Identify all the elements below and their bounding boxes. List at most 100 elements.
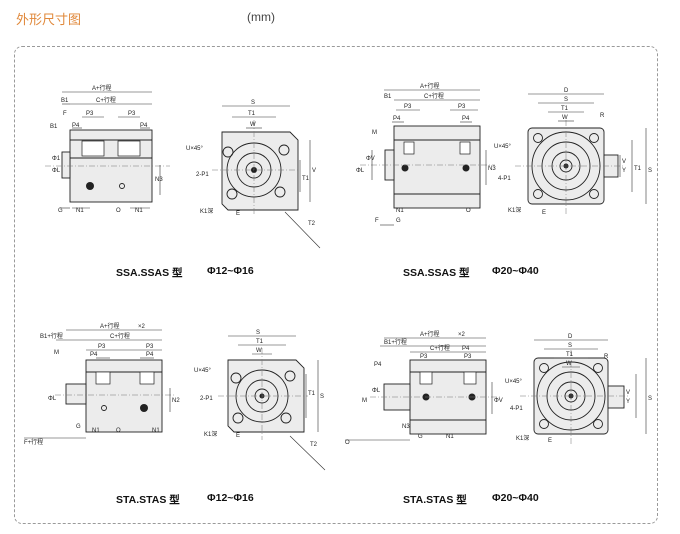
dim-label: K1深 [516,434,529,442]
dim-label: G [58,208,63,214]
dim-label: ΦV [494,398,503,404]
dim-label: ΦL [48,396,57,402]
dim-label: K1深 [200,207,213,215]
dim-label: A+行程 [420,82,440,90]
dim-label: O [345,440,350,446]
dim-label: Y [626,399,630,405]
dim-label: S [256,330,260,336]
dim-label: G [396,218,401,224]
dim-label: K1深 [508,206,521,214]
dim-label: ΦV [366,156,375,162]
dim-label: R [600,113,605,119]
dim-label: N3 [402,424,410,430]
panel-1-bore: Φ12~Φ16 [207,265,254,277]
dim-label: E [236,211,240,217]
dim-label: T2 [308,221,316,227]
dim-label: A+行程 [92,84,112,92]
dim-label: F [375,218,379,224]
dim-label: P4 [374,362,382,368]
dim-label: S [648,168,652,174]
dim-label: P4 [72,123,80,129]
dim-label: N3 [488,166,496,172]
dim-label: P3 [146,344,154,350]
dim-label: W [562,115,568,121]
dim-label: F [63,111,67,117]
dim-label: P3 [464,354,472,360]
dim-label: W [566,361,572,367]
dim-label: E [548,438,552,444]
dim-label: Y [622,168,626,174]
dim-label: K1深 [204,430,217,438]
dim-label: C+行程 [424,92,444,100]
dim-label: S [564,97,568,103]
drawing-frame [14,46,658,524]
dim-label: F+行程 [24,438,43,446]
panel-1-side-view [45,91,170,209]
dim-label: 2-P1 [200,396,213,402]
dim-label: N2 [172,398,180,404]
dim-label: ΦL [372,388,381,394]
dim-label: M [372,130,377,136]
dim-label: T1 [561,106,569,112]
dim-label: N1 [76,208,84,214]
dim-label: T1 [566,352,574,358]
dim-label: B1 [50,124,58,130]
dim-label: N3 [155,177,163,183]
dim-label: S [568,343,572,349]
dim-label: V [626,390,630,396]
dim-label: C+行程 [96,96,116,104]
dim-label: P4 [462,116,470,122]
dim-label: 2-P1 [196,172,209,178]
dim-label: V [312,168,316,174]
dim-label: S [320,394,324,400]
panel-1-front-view [212,105,321,249]
dim-label: N1 [92,428,100,434]
dim-label: S [251,100,255,106]
dim-label: P4 [146,352,154,358]
dim-label: ΦL [52,168,61,174]
dim-label: T1 [302,176,310,182]
dim-label: M [362,398,367,404]
panel-2-bore: Φ20~Φ40 [492,265,539,277]
dim-label: ×2 [458,332,466,338]
dim-label: G [76,424,81,430]
dim-label: V [622,159,626,165]
unit-label: (mm) [247,10,275,24]
dim-label: O [466,208,471,214]
dim-label: G [418,434,423,440]
panel-2-model: SSA.SSAS 型 [403,267,470,279]
dim-label: P3 [86,111,94,117]
dim-label: T1 [634,166,642,172]
panel-3-front-view [218,335,326,471]
dim-label: N1 [446,434,454,440]
dim-label: O [116,428,121,434]
dim-label: 4-P1 [498,176,511,182]
dim-label: Φ1 [52,156,61,162]
dim-label: N1 [396,208,404,214]
dim-label: P4 [90,352,98,358]
dim-label: D [568,334,573,340]
dim-label: U×45° [194,368,212,374]
dim-label: C+行程 [110,332,130,340]
panel-4-front-view [520,339,647,444]
dim-label: P3 [404,104,412,110]
dim-label: N1 [152,428,160,434]
dim-label: T2 [310,442,318,448]
panel-4-bore: Φ20~Φ40 [492,492,539,504]
dim-label: M [54,350,59,356]
panel-3-side-view [24,329,175,439]
dim-label: B1 [61,98,69,104]
dim-label: A+行程 [100,322,120,330]
dim-label: P3 [420,354,428,360]
dim-label: W [256,348,262,354]
dim-label: T1 [308,391,316,397]
dim-label: P4 [140,123,148,129]
